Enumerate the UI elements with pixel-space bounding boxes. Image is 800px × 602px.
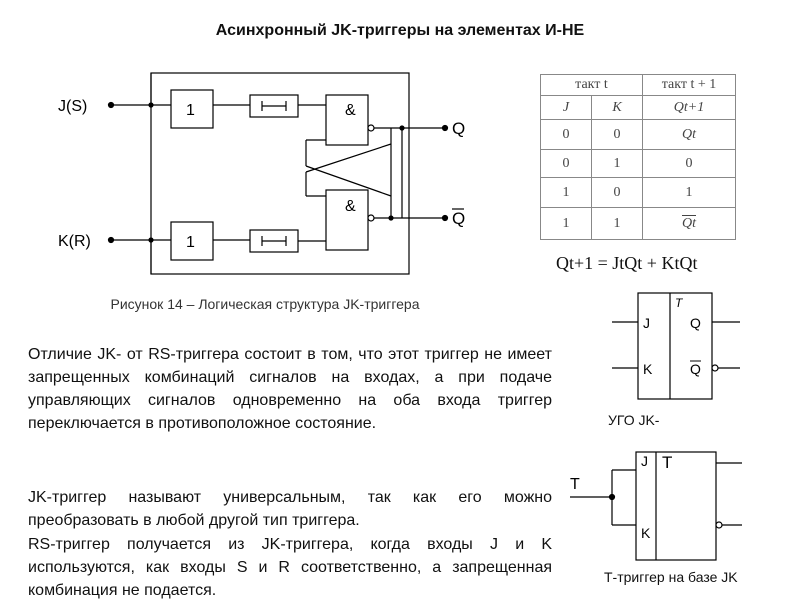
tt-cell: 0 (540, 149, 592, 178)
tt-cell: 0 (591, 119, 643, 150)
ugo-label-j: J (643, 315, 650, 331)
ugo-jk-symbol (612, 292, 740, 400)
output-qbar-terminal (441, 214, 449, 222)
or-gate-top (170, 89, 214, 129)
tt-cell: 1 (642, 177, 736, 208)
or-gate-bottom-label: 1 (186, 234, 195, 251)
or-gate-bottom (170, 221, 214, 261)
output-q-terminal (441, 124, 449, 132)
ugo-label-k: K (643, 361, 653, 377)
ugo-label-t: T (675, 296, 684, 310)
or-gate-top-label: 1 (186, 102, 195, 119)
t-trigger-symbol (570, 451, 742, 561)
tt-cell: 1 (591, 207, 643, 240)
nand-gate-top (325, 94, 369, 146)
tt-col-q: Qt+1 (642, 95, 736, 120)
ugo-label-q: Q (690, 315, 701, 331)
input-k-label: K(R) (58, 233, 91, 250)
tt-header-left: такт t (540, 74, 643, 96)
tt-cell: 0 (642, 149, 736, 178)
circuit-frame (150, 72, 410, 275)
ugo-label-qbar: Q (690, 361, 701, 377)
paragraph-rs-from-jk: RS-триггер получается из JK-триггера, ко… (28, 536, 552, 599)
paragraph-universal: JK-триггер называют универсальным, так к… (28, 489, 552, 529)
nand-gate-bottom-label: & (345, 198, 356, 215)
jk-logic-diagram (107, 72, 449, 275)
tt-cell: 0 (540, 119, 592, 150)
input-j-label: J(S) (58, 98, 87, 115)
inversion-bubble-bottom (367, 214, 375, 222)
tt-header-right: такт t + 1 (642, 74, 736, 96)
output-qbar-label: Q (452, 209, 465, 228)
t-label-k: K (641, 525, 651, 541)
nand-gate-bottom (325, 189, 369, 251)
truth-table: такт t такт t + 1 J K Qt+1 0 0 Qt 0 1 0 … (540, 74, 736, 240)
tt-col-j: J (540, 95, 592, 120)
tt-cell: Qt (642, 119, 736, 150)
output-q-label: Q (452, 119, 465, 138)
ugo-caption: УГО JK- (608, 412, 660, 428)
tt-cell: 1 (540, 207, 592, 240)
paragraph-difference: Отличие JK- от RS-триггера состоит в том… (28, 346, 552, 432)
figure-caption: Рисунок 14 – Логическая структура JK-три… (110, 296, 420, 312)
nand-gate-top-label: & (345, 102, 356, 119)
t-label-t: T (662, 453, 672, 472)
tt-cell: Qt (642, 207, 736, 240)
tt-cell: 1 (591, 149, 643, 178)
t-trigger-caption: Т-триггер на базе JK (604, 569, 738, 585)
page-title: Асинхронный JK-триггеры на элементах И-Н… (215, 22, 585, 39)
tt-cell: 1 (540, 177, 592, 208)
tt-col-k: K (591, 95, 643, 120)
t-label-j: J (641, 453, 648, 469)
tt-cell: 0 (591, 177, 643, 208)
inversion-bubble-top (367, 124, 375, 132)
t-input-label: T (570, 476, 580, 493)
characteristic-equation: Qt+1 = JtQt + KtQt (556, 253, 698, 273)
